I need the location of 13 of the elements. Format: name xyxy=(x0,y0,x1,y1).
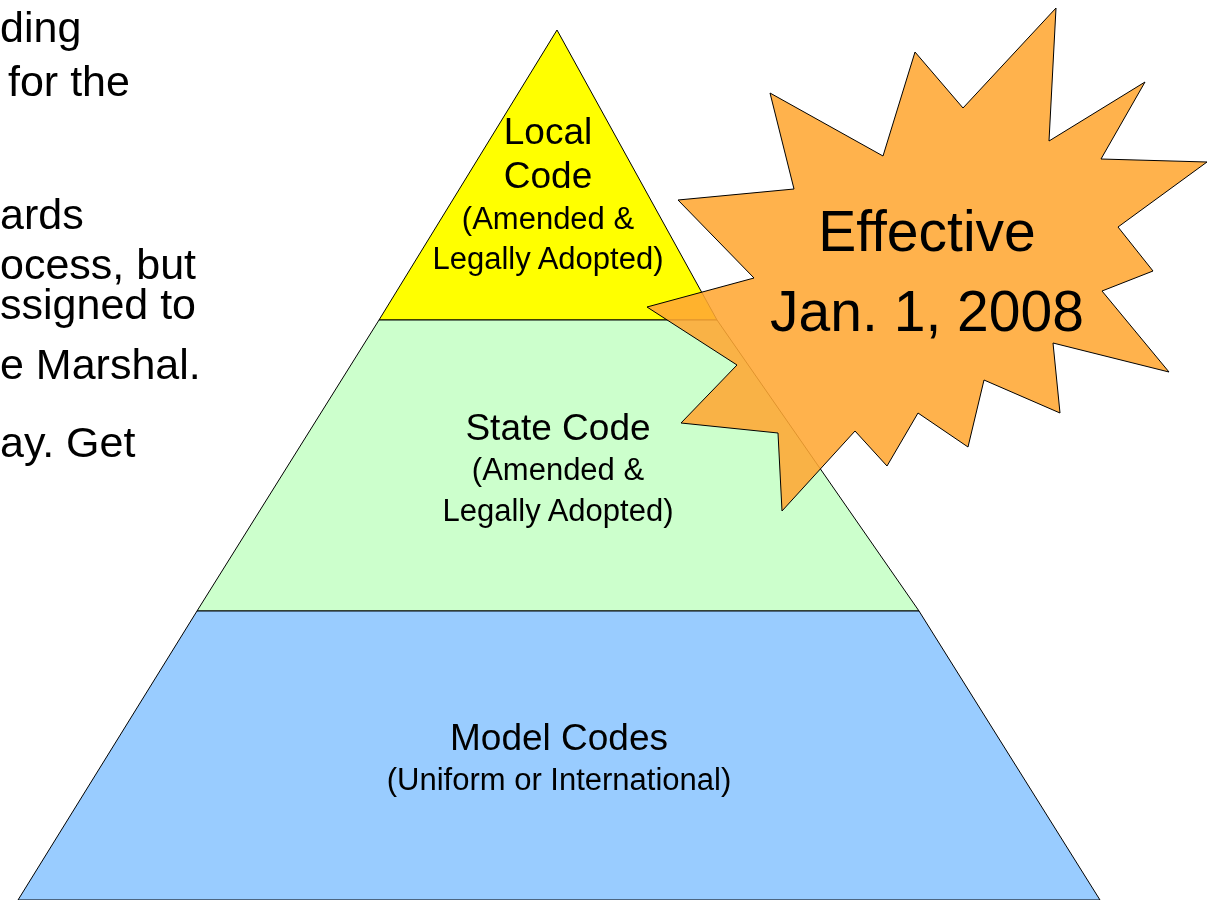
tier-title: State Code xyxy=(465,406,651,450)
tier-title: Effective Jan. 1, 2008 xyxy=(769,198,1085,345)
body-text: for the xyxy=(8,60,130,103)
tier-subtitle: (Uniform or International) xyxy=(386,761,732,800)
tier-subtitle: (Amended & Legally Adopted) xyxy=(441,451,675,530)
body-text: ards xyxy=(0,193,84,236)
tier-title: Model Codes xyxy=(450,716,668,760)
body-text: e Marshal. xyxy=(0,343,201,386)
tier-subtitle: (Amended & Legally Adopted) xyxy=(431,199,665,279)
tier-title: Local Code xyxy=(502,110,594,199)
body-text: ocess, but xyxy=(0,243,196,286)
body-text: ding xyxy=(0,6,82,49)
body-text: ay. Get xyxy=(0,421,136,464)
